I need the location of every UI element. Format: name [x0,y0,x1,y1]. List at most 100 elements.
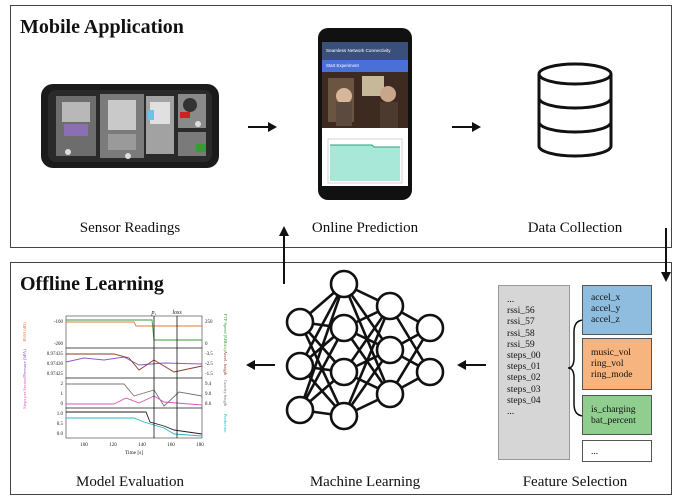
caption-sensor-readings: Sensor Readings [79,220,181,236]
mobile-application-title: Mobile Application [20,16,184,38]
smartphone: Seamless Network Connectivity Start Expe… [318,28,412,200]
neural-network-icon [285,269,445,431]
right-axis-label: Gravity length [223,380,228,407]
left-tick-label: -200 [54,342,64,347]
mobile-application-panel [10,5,672,248]
feature-name: rssi_57 [507,316,535,328]
left-axis-label: Steps per Second [22,376,27,408]
left-tick-label: 0.5 [57,422,64,427]
feature-name: ring_vol [591,358,624,370]
nn-node [375,379,405,409]
arrow-data-to-feature [661,228,671,282]
left-tick-label: 0.0 [57,432,64,437]
feature-name: ... [507,406,515,418]
nn-node [329,269,359,299]
left-tick-label: 1 [61,392,64,397]
series-line [66,383,203,407]
arrow-online-to-data [452,122,481,132]
nn-connection [298,283,346,367]
feature-group-brace [567,319,585,417]
phone-screen: Seamless Network Connectivity Start Expe… [322,42,408,186]
feature-name: accel_x [591,292,621,303]
arrow-feature-to-ml [457,360,486,370]
subplot-frame [65,315,203,349]
nn-node [375,291,405,321]
caption-feature-selection: Feature Selection [522,474,628,490]
arrow-ml-to-online [279,226,289,284]
feature-name: accel_y [591,303,621,315]
right-tick-label: 250 [205,320,213,325]
feature-name: steps_01 [507,361,541,373]
feature-name: steps_04 [507,394,541,406]
video-frame-image [322,72,408,128]
right-axis-label: Accel. length [223,351,228,376]
arrow-ml-to-model [246,360,275,370]
nn-node [329,357,359,387]
subplot-frame [65,347,203,379]
x-tick-label: 160 [167,442,175,448]
nn-connection [342,305,392,417]
nn-connection [298,283,346,411]
left-axis-label: RSSI (dB) [22,322,27,342]
right-tick-label: 9.0 [205,392,212,397]
database-icon [537,62,613,158]
x-tick-label: 100 [80,442,88,448]
nn-node [329,313,359,343]
left-axis-label: Pressure (hPA) [22,349,27,377]
left-tick-label: 0.97425 [47,372,64,377]
feature-name: steps_03 [507,383,541,395]
feature-name: bat_percent [591,415,636,427]
feature-name: ... [591,446,599,457]
left-tick-label: 0.97435 [47,352,64,357]
left-tick-label: 0.97430 [47,362,64,367]
left-tick-label: -100 [54,320,64,325]
caption-online-prediction: Online Prediction [311,220,419,236]
caption-machine-learning: Machine Learning [309,474,421,490]
offline-learning-panel [10,262,672,495]
phone-circuit-board-image [41,84,219,168]
right-axis-label: Prediction [223,414,228,434]
right-tick-label: -2.5 [205,362,213,367]
caption-model-evaluation: Model Evaluation [76,474,184,490]
subplot-frame [65,407,203,439]
caption-data-collection: Data Collection [527,220,623,236]
feature-name: steps_02 [507,372,541,384]
offline-learning-title: Offline Learning [20,273,164,295]
right-tick-label: -1.5 [205,372,213,377]
start-experiment-label: Start Experiment [326,63,359,68]
nn-node [329,401,359,431]
left-tick-label: 1.0 [57,412,64,417]
nn-node [285,351,315,381]
series-line [66,321,202,327]
feature-name: rssi_56 [507,305,535,317]
app-title: Seamless Network Connectivity [326,48,391,53]
x-tick-label: 120 [109,442,117,448]
nn-node [285,307,315,337]
feature-name: is_charging [591,404,636,415]
phone-speed-plot [322,133,408,186]
nn-node [415,313,445,343]
series-line [66,411,203,435]
left-tick-label: 0 [61,402,64,407]
app-toolbar: Seamless Network Connectivity [322,42,408,60]
feature-name: music_vol [591,347,631,358]
feature-name: rssi_58 [507,327,535,339]
right-tick-label: -3.5 [205,352,213,357]
x-axis-label: Time [s] [125,450,143,456]
nn-node [375,335,405,365]
start-experiment-bar[interactable]: Start Experiment [322,60,408,72]
nn-connection [298,327,346,411]
feature-name: ... [507,294,515,305]
x-tick-label: 180 [196,442,204,448]
series-line [66,319,202,341]
nn-node [415,357,445,387]
nn-node [285,395,315,425]
feature-group-other-items: ... [591,446,651,457]
